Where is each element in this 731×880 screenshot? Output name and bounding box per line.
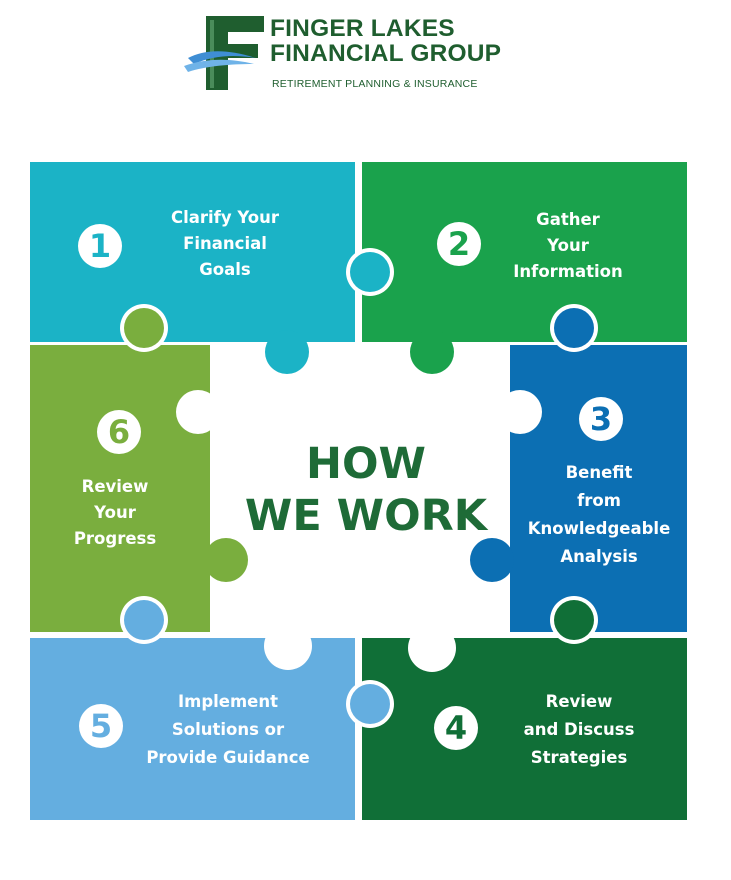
step-1-number: 1 <box>78 224 122 268</box>
company-name-line2: FINANCIAL GROUP <box>270 40 502 67</box>
knob-3-bottom-fill <box>554 600 594 640</box>
center-title: HOW WE WORK <box>244 439 488 541</box>
socket-5-top-hole <box>264 622 312 670</box>
step-3-label: Benefit from Knowledgeable Analysis <box>527 463 671 566</box>
socket-6-left-hole <box>176 390 220 434</box>
knob-3-left <box>470 538 514 582</box>
step-4-label: Review and Discuss Strategies <box>523 692 635 767</box>
socket-4-top-hole <box>408 624 456 672</box>
piece-2-body <box>362 162 687 342</box>
knob-5-top-fill <box>124 600 164 640</box>
step-2-number: 2 <box>437 222 481 266</box>
piece-4-body <box>362 638 687 820</box>
knob-5-right-fill <box>350 684 390 724</box>
step-2-label: Gather Your Information <box>513 210 623 281</box>
knob-6-right <box>204 538 248 582</box>
step-5-label: Implement Solutions or Provide Guidance <box>146 692 310 767</box>
socket-3-right-hole <box>498 390 542 434</box>
step-3-number: 3 <box>579 397 623 441</box>
company-name: FINGER LAKES FINANCIAL GROUP <box>270 16 501 66</box>
knob-1-bottom <box>265 330 309 374</box>
piece-3-body <box>510 345 687 632</box>
knob-6-top-fill <box>124 308 164 348</box>
step-6-label: Review Your Progress <box>73 477 157 548</box>
knob-1-right-fill <box>350 252 390 292</box>
step-1-label: Clarify Your Financial Goals <box>170 208 280 279</box>
step-5-number: 5 <box>79 704 123 748</box>
knob-2-bottom <box>410 330 454 374</box>
logo-f-mark-icon <box>184 16 264 90</box>
company-tagline: RETIREMENT PLANNING & INSURANCE <box>272 78 478 90</box>
knob-3-top-fill <box>554 308 594 348</box>
step-4-number: 4 <box>434 706 478 750</box>
piece-6-body <box>30 345 210 632</box>
step-6-number: 6 <box>97 410 141 454</box>
company-name-line1: FINGER LAKES <box>270 15 455 42</box>
company-logo: FINGER LAKES FINANCIAL GROUP RETIREMENT … <box>184 14 514 94</box>
